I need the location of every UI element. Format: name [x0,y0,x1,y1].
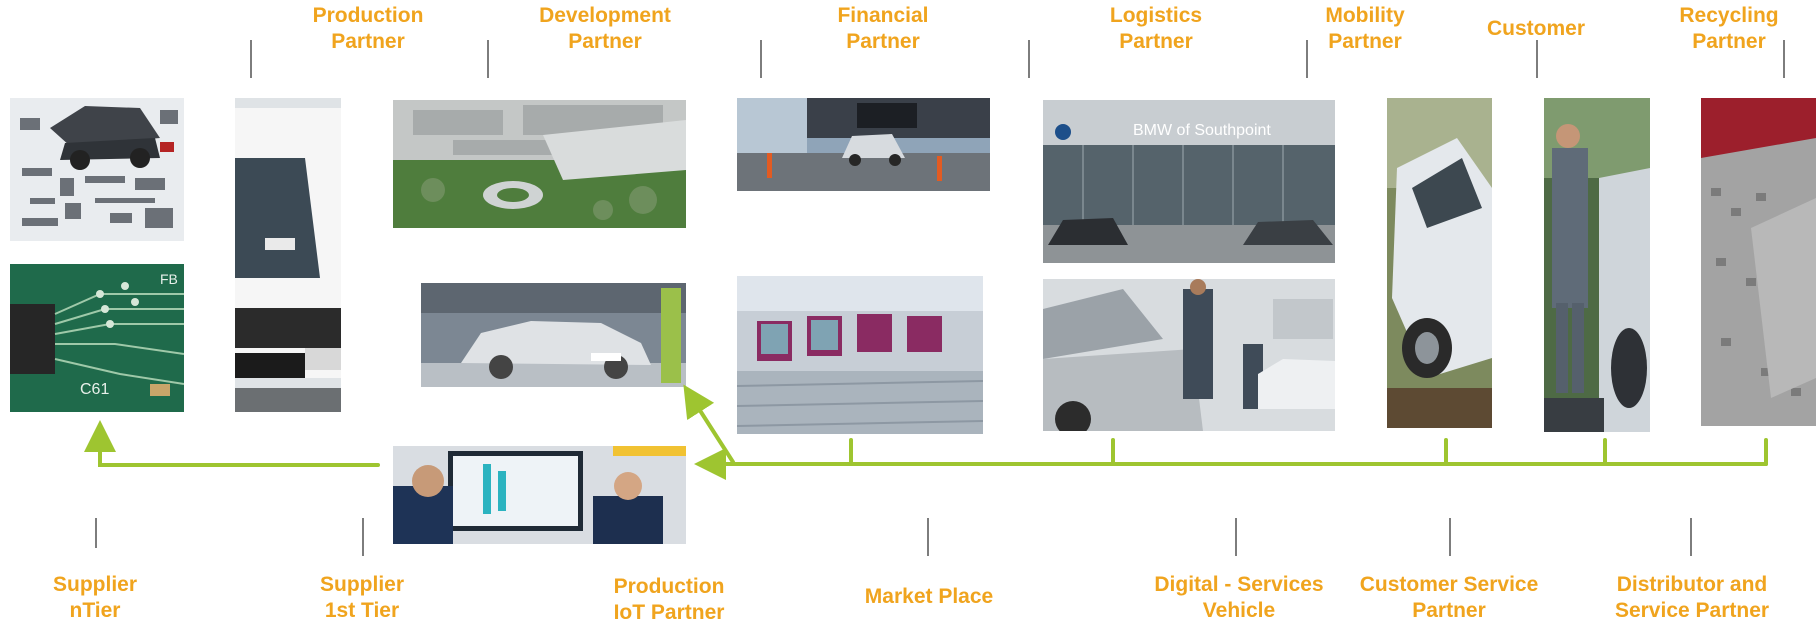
showroom-photo: BMW of Southpoint [1043,100,1335,263]
connector-tick [487,40,489,78]
connector-tick [1306,40,1308,78]
factory-aerial-photo [393,100,686,228]
connector-tick [927,518,929,556]
connector-tick [362,518,364,556]
svg-text:FB: FB [160,271,178,287]
connector-tick [1028,40,1030,78]
circuit-board-photo: FB C61 [10,264,184,412]
label-market-place: Market Place [864,585,994,608]
label-customer: Customer [1486,17,1586,40]
svg-text:BMW of Southpoint: BMW of Southpoint [1133,122,1271,139]
iot-screen-photo [393,446,686,544]
flow-left-line [84,420,380,467]
recycling-photo [1701,98,1816,426]
truck-photo [235,98,341,412]
connector-tick [1235,518,1237,556]
assembly-line-photo [737,276,983,434]
connector-tick [1449,518,1451,556]
businessman-photo [1544,98,1650,432]
prototype-car-photo [421,283,686,387]
connector-tick [95,518,97,548]
suv-forest-photo [1387,98,1492,428]
car-parts-photo [10,98,184,241]
connector-tick [1783,40,1785,78]
flow-diagonal-arrow [683,384,735,464]
connector-tick [250,40,252,78]
connector-tick [1690,518,1692,556]
connector-tick [760,40,762,78]
workshop-photo [1043,279,1335,431]
car-ferry-photo [737,98,990,191]
connector-tick [1536,40,1538,78]
svg-text:C61: C61 [80,381,109,398]
